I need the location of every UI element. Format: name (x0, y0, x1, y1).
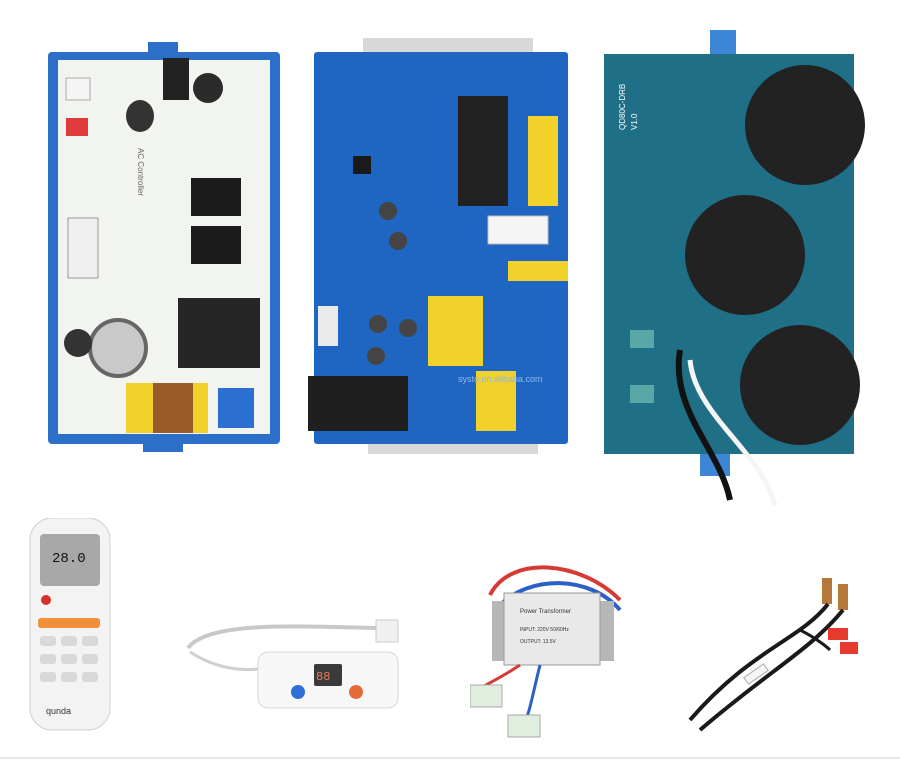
watermark-text: systo.en.alibaba.com (458, 374, 543, 384)
remote-control: 28.0 qunda (28, 518, 112, 732)
transformer-input: INPUT: 220V 50/60Hz (520, 627, 569, 633)
bottom-divider (0, 757, 900, 759)
board-label: AC Controller (136, 148, 145, 196)
transformer-output: OUTPUT: 13.5V (520, 639, 557, 645)
remote-display: 28.0 (52, 551, 86, 567)
display-panel: 88 (180, 618, 402, 714)
remote-brand: qunda (46, 706, 71, 716)
transformer-title: Power Transformer (520, 609, 571, 615)
power-transformer: Power Transformer INPUT: 220V 50/60Hz OU… (470, 565, 640, 745)
board-version: V1.0 (630, 113, 639, 130)
temperature-sensors (680, 570, 866, 740)
indoor-control-board: AC Controller (48, 38, 280, 456)
panel-display: 88 (316, 670, 330, 684)
capacitor-board: QD80C-DRB V1.0 (600, 30, 870, 510)
board-model: QD80C-DRB (618, 84, 627, 130)
inverter-driver-board: systo.en.alibaba.com (308, 36, 574, 456)
